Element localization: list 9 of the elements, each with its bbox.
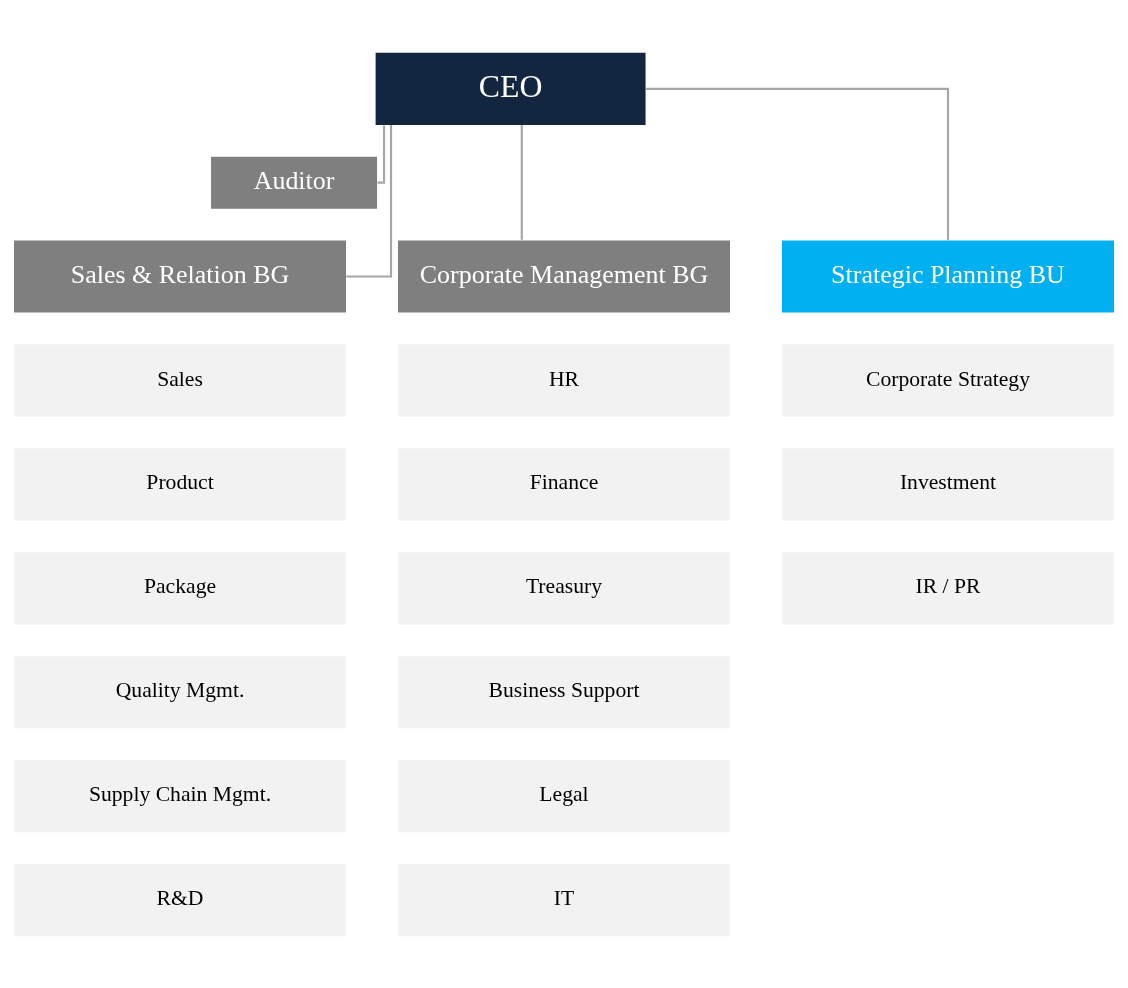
node-box: Auditor [211, 156, 378, 209]
connector [646, 87, 950, 240]
node-box: CEO [375, 52, 646, 125]
node-box: Sales & Relation BG [14, 239, 346, 313]
node-box: Corporate Management BG [398, 239, 730, 313]
connector [377, 124, 386, 184]
node-box: Strategic Planning BU [782, 239, 1114, 313]
connector [346, 124, 393, 278]
connector [520, 124, 523, 240]
